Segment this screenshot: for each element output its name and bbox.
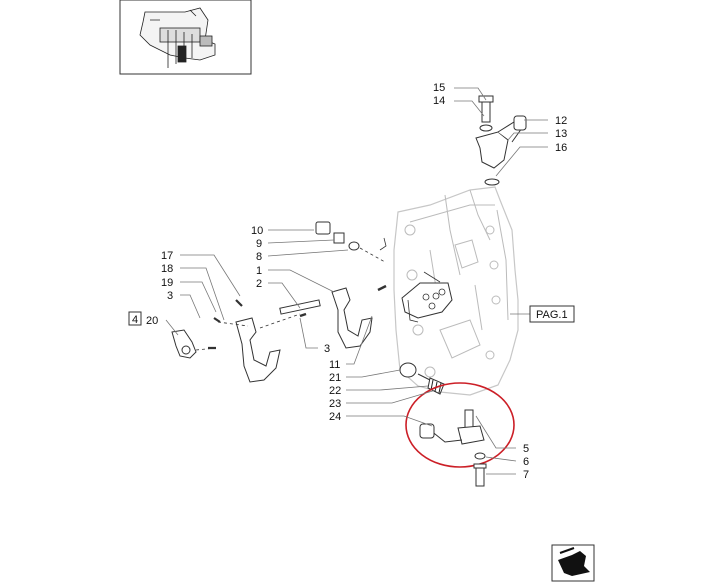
shift-forks [208,284,387,383]
callout-13: 13 [555,128,567,140]
callout-15: 15 [433,82,445,94]
callout-labels: 15 14 12 13 16 10 9 8 17 18 19 3 1 2 20 … [146,82,567,481]
callout-9: 9 [256,238,262,250]
transmission-housing [393,186,519,396]
callout-2: 2 [256,278,262,290]
callout-14: 14 [433,95,445,107]
leader-lines [165,87,548,475]
next-page-arrow-icon[interactable] [551,544,595,582]
callout-7: 7 [523,469,529,481]
boxed-callout-4: 4 [128,311,142,326]
connector-part-20 [171,329,217,359]
callout-8: 8 [256,251,262,263]
page-reference-link[interactable]: PAG.1 [529,305,575,323]
callout-3a: 3 [167,290,173,302]
callout-10: 10 [251,225,263,237]
thumbnail-overview[interactable] [119,0,252,75]
callout-16: 16 [555,142,567,154]
callout-11: 11 [329,359,340,371]
callout-23: 23 [329,398,341,410]
callout-24: 24 [329,411,341,423]
callout-17: 17 [161,250,173,262]
callout-1: 1 [256,265,262,277]
callout-18: 18 [161,263,173,275]
breather-elbow-assembly [475,95,527,186]
callout-12: 12 [555,115,567,127]
callout-19: 19 [161,277,173,289]
page-reference-label: PAG.1 [536,309,568,321]
plug-parts-10-8 [315,221,387,263]
highlight-circle [405,382,515,468]
callout-20: 20 [146,315,158,327]
svg-text:4: 4 [132,314,138,326]
sensor-assembly [399,362,515,487]
callout-22: 22 [329,385,341,397]
callout-3b: 3 [324,343,330,355]
callout-6: 6 [523,456,529,468]
callout-21: 21 [329,372,341,384]
callout-5: 5 [523,443,529,455]
